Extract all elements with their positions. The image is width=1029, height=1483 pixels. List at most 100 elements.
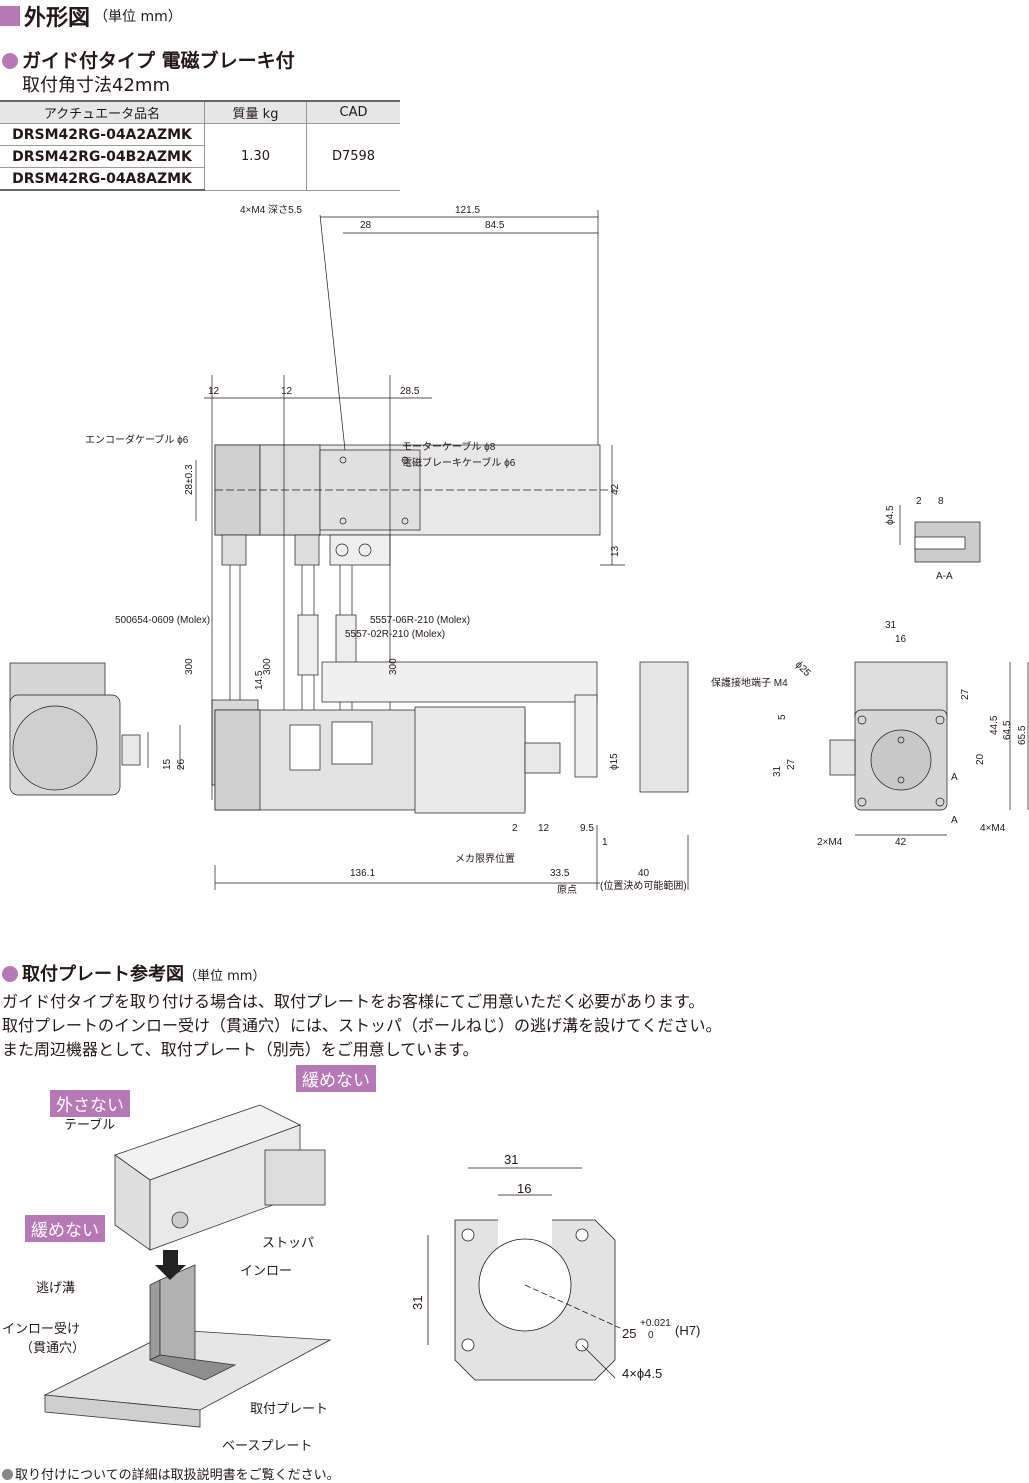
dim-15: 15 xyxy=(162,758,173,770)
dim-12: 12 xyxy=(538,823,550,834)
plate-dim-16: 16 xyxy=(517,1181,531,1196)
plate-paragraph-1: ガイド付タイプを取り付ける場合は、取付プレートをお客様にてご用意いただく必要があ… xyxy=(2,992,705,1011)
label-table: テーブル xyxy=(64,1118,116,1133)
end-dim-65-5: 65.5 xyxy=(1017,725,1028,745)
dim-28v: 28±0.3 xyxy=(184,464,195,495)
end-phi25: ϕ25 xyxy=(793,659,813,679)
label-through-hole: （貫通穴） xyxy=(20,1341,86,1356)
plate-dim-25: 25 xyxy=(622,1326,636,1341)
end-dim-27: 27 xyxy=(786,758,797,770)
dim-136-1: 136.1 xyxy=(350,868,375,879)
plate-paragraph-3: また周辺機器として、取付プレート（別売）をご用意しています。 xyxy=(2,1040,479,1059)
label-base-plate: ベースプレート xyxy=(222,1439,313,1454)
bullet-dot xyxy=(2,966,18,982)
assembly-illustration xyxy=(43,1104,332,1428)
label-stopper: ストッパ xyxy=(262,1236,315,1251)
dimension-drawing: 4×M4 深さ5.5 121.5 28 84.5 28±0.3 42 13 12… xyxy=(9,204,1029,896)
end-dim-42: 42 xyxy=(895,837,907,848)
plate-paragraph-2: 取付プレートのインロー受け（貫通穴）には、ストッパ（ボールねじ）の逃げ溝を設けて… xyxy=(2,1016,722,1035)
aa-2: 2 xyxy=(916,496,922,507)
len-300a: 300 xyxy=(184,658,195,675)
plate-holes: 4×ϕ4.5 xyxy=(622,1366,662,1381)
tag-do-not-loosen-1: 緩めない xyxy=(296,1065,376,1092)
mecha-limit: メカ限界位置 xyxy=(455,852,515,865)
ground-terminal: 保護接地端子 M4 xyxy=(711,676,788,689)
plate-section-title: 取付プレート参考図（単位 mm） xyxy=(2,960,265,986)
product-heading: ガイド付タイプ 電磁ブレーキ付 xyxy=(2,46,295,73)
col-header-cad: CAD xyxy=(306,100,400,124)
encoder-cable-label: エンコーダケーブル ϕ6 xyxy=(85,433,189,446)
product-line1: ガイド付タイプ 電磁ブレーキ付 xyxy=(22,50,295,72)
dim-2: 2 xyxy=(512,823,518,834)
table-row-model: DRSM42RG-04B2AZMK xyxy=(0,145,205,168)
end-dim-44-5: 44.5 xyxy=(989,715,1000,735)
len-300c: 300 xyxy=(388,658,399,675)
col-header-model: アクチュエータ品名 xyxy=(0,100,205,124)
plate-dim-25-tol: +0.021 xyxy=(640,1318,671,1329)
end-dim-16: 16 xyxy=(895,634,907,645)
aa-phi45: ϕ4.5 xyxy=(885,505,896,525)
footer-note: 取り付けについての詳細は取扱説明書をご覧ください。 xyxy=(2,1464,340,1483)
dim-28: 28 xyxy=(360,220,372,231)
dim-14-5: 14.5 xyxy=(254,670,265,690)
table-row-model: DRSM42RG-04A8AZMK xyxy=(0,167,205,191)
product-size: 取付角寸法42mm xyxy=(22,75,170,96)
title-unit: （単位 mm） xyxy=(94,9,182,25)
spec-table: アクチュエータ品名 質量 kg CAD DRSM42RG-04A2AZMK 1.… xyxy=(0,100,400,191)
dim-12a: 12 xyxy=(208,386,220,397)
dim-121-5: 121.5 xyxy=(455,205,480,216)
section-a1: A xyxy=(951,772,958,783)
plate-dim-31: 31 xyxy=(504,1152,518,1167)
table-row-model: DRSM42RG-04A2AZMK xyxy=(0,123,205,146)
end-dim-64-5: 64.5 xyxy=(1002,720,1013,740)
plate-title: 取付プレート参考図 xyxy=(22,964,184,985)
plate-dim-31v: 31 xyxy=(410,1296,425,1310)
dim-1: 1 xyxy=(602,837,608,848)
section-a2: A xyxy=(951,815,958,826)
footer-bullet xyxy=(2,1469,13,1480)
range-label: (位置決め可能範囲) xyxy=(600,879,687,892)
section-marker xyxy=(0,6,20,26)
dim-28-5: 28.5 xyxy=(400,386,420,397)
bullet-dot xyxy=(2,53,18,69)
aa-label: A-A xyxy=(936,571,953,582)
origin-label: 原点 xyxy=(557,884,577,896)
plate-dimension-drawing: 31 16 31 25 +0.021 0 (H7) 4×ϕ4.5 xyxy=(410,1152,700,1381)
end-dim-20: 20 xyxy=(975,753,986,765)
motor-cable-label: モーターケーブル ϕ8 xyxy=(402,440,496,453)
end-4xm4: 4×M4 xyxy=(980,823,1006,834)
label-groove: 逃げ溝 xyxy=(36,1281,76,1296)
len-300b: 300 xyxy=(262,658,273,675)
connector-3: 5557-02R-210 (Molex) xyxy=(345,629,445,640)
dim-40: 40 xyxy=(638,868,650,879)
end-2xm4: 2×M4 xyxy=(817,837,843,848)
mass-value: 1.30 xyxy=(204,123,307,191)
brake-cable-label: 電磁ブレーキケーブル ϕ6 xyxy=(402,456,516,469)
connector-2: 5557-06R-210 (Molex) xyxy=(370,615,470,626)
dim-26: 26 xyxy=(176,758,187,770)
dim-12b: 12 xyxy=(281,386,293,397)
dim-phi15: ϕ15 xyxy=(609,753,620,770)
footer-text: 取り付けについての詳細は取扱説明書をご覧ください。 xyxy=(15,1468,340,1483)
aa-8: 8 xyxy=(938,496,944,507)
col-header-mass: 質量 kg xyxy=(204,100,307,124)
dim-42: 42 xyxy=(610,483,621,495)
dim-84-5: 84.5 xyxy=(485,220,505,231)
label-inro: インロー xyxy=(240,1264,293,1279)
dim-33-5: 33.5 xyxy=(550,868,570,879)
end-dim-31: 31 xyxy=(885,620,897,631)
plate-dim-25-tol2: 0 xyxy=(648,1330,654,1341)
tag-do-not-loosen-2: 緩めない xyxy=(25,1215,105,1242)
tag-do-not-remove: 外さない xyxy=(50,1090,130,1117)
connector-1: 500654-0609 (Molex) xyxy=(115,615,210,626)
section-title: 外形図 （単位 mm） xyxy=(0,0,182,32)
plate-unit: （単位 mm） xyxy=(184,969,266,984)
label-inro-receiver: インロー受け xyxy=(2,1322,81,1337)
end-dim-5: 5 xyxy=(777,714,788,720)
dim-holes-label: 4×M4 深さ5.5 xyxy=(240,204,302,216)
dim-13: 13 xyxy=(610,545,621,557)
title-text: 外形図 xyxy=(24,6,91,31)
end-dim-27-5: 27 xyxy=(960,688,971,700)
cad-value: D7598 xyxy=(306,123,400,191)
plate-dim-25-h7: (H7) xyxy=(675,1323,700,1338)
